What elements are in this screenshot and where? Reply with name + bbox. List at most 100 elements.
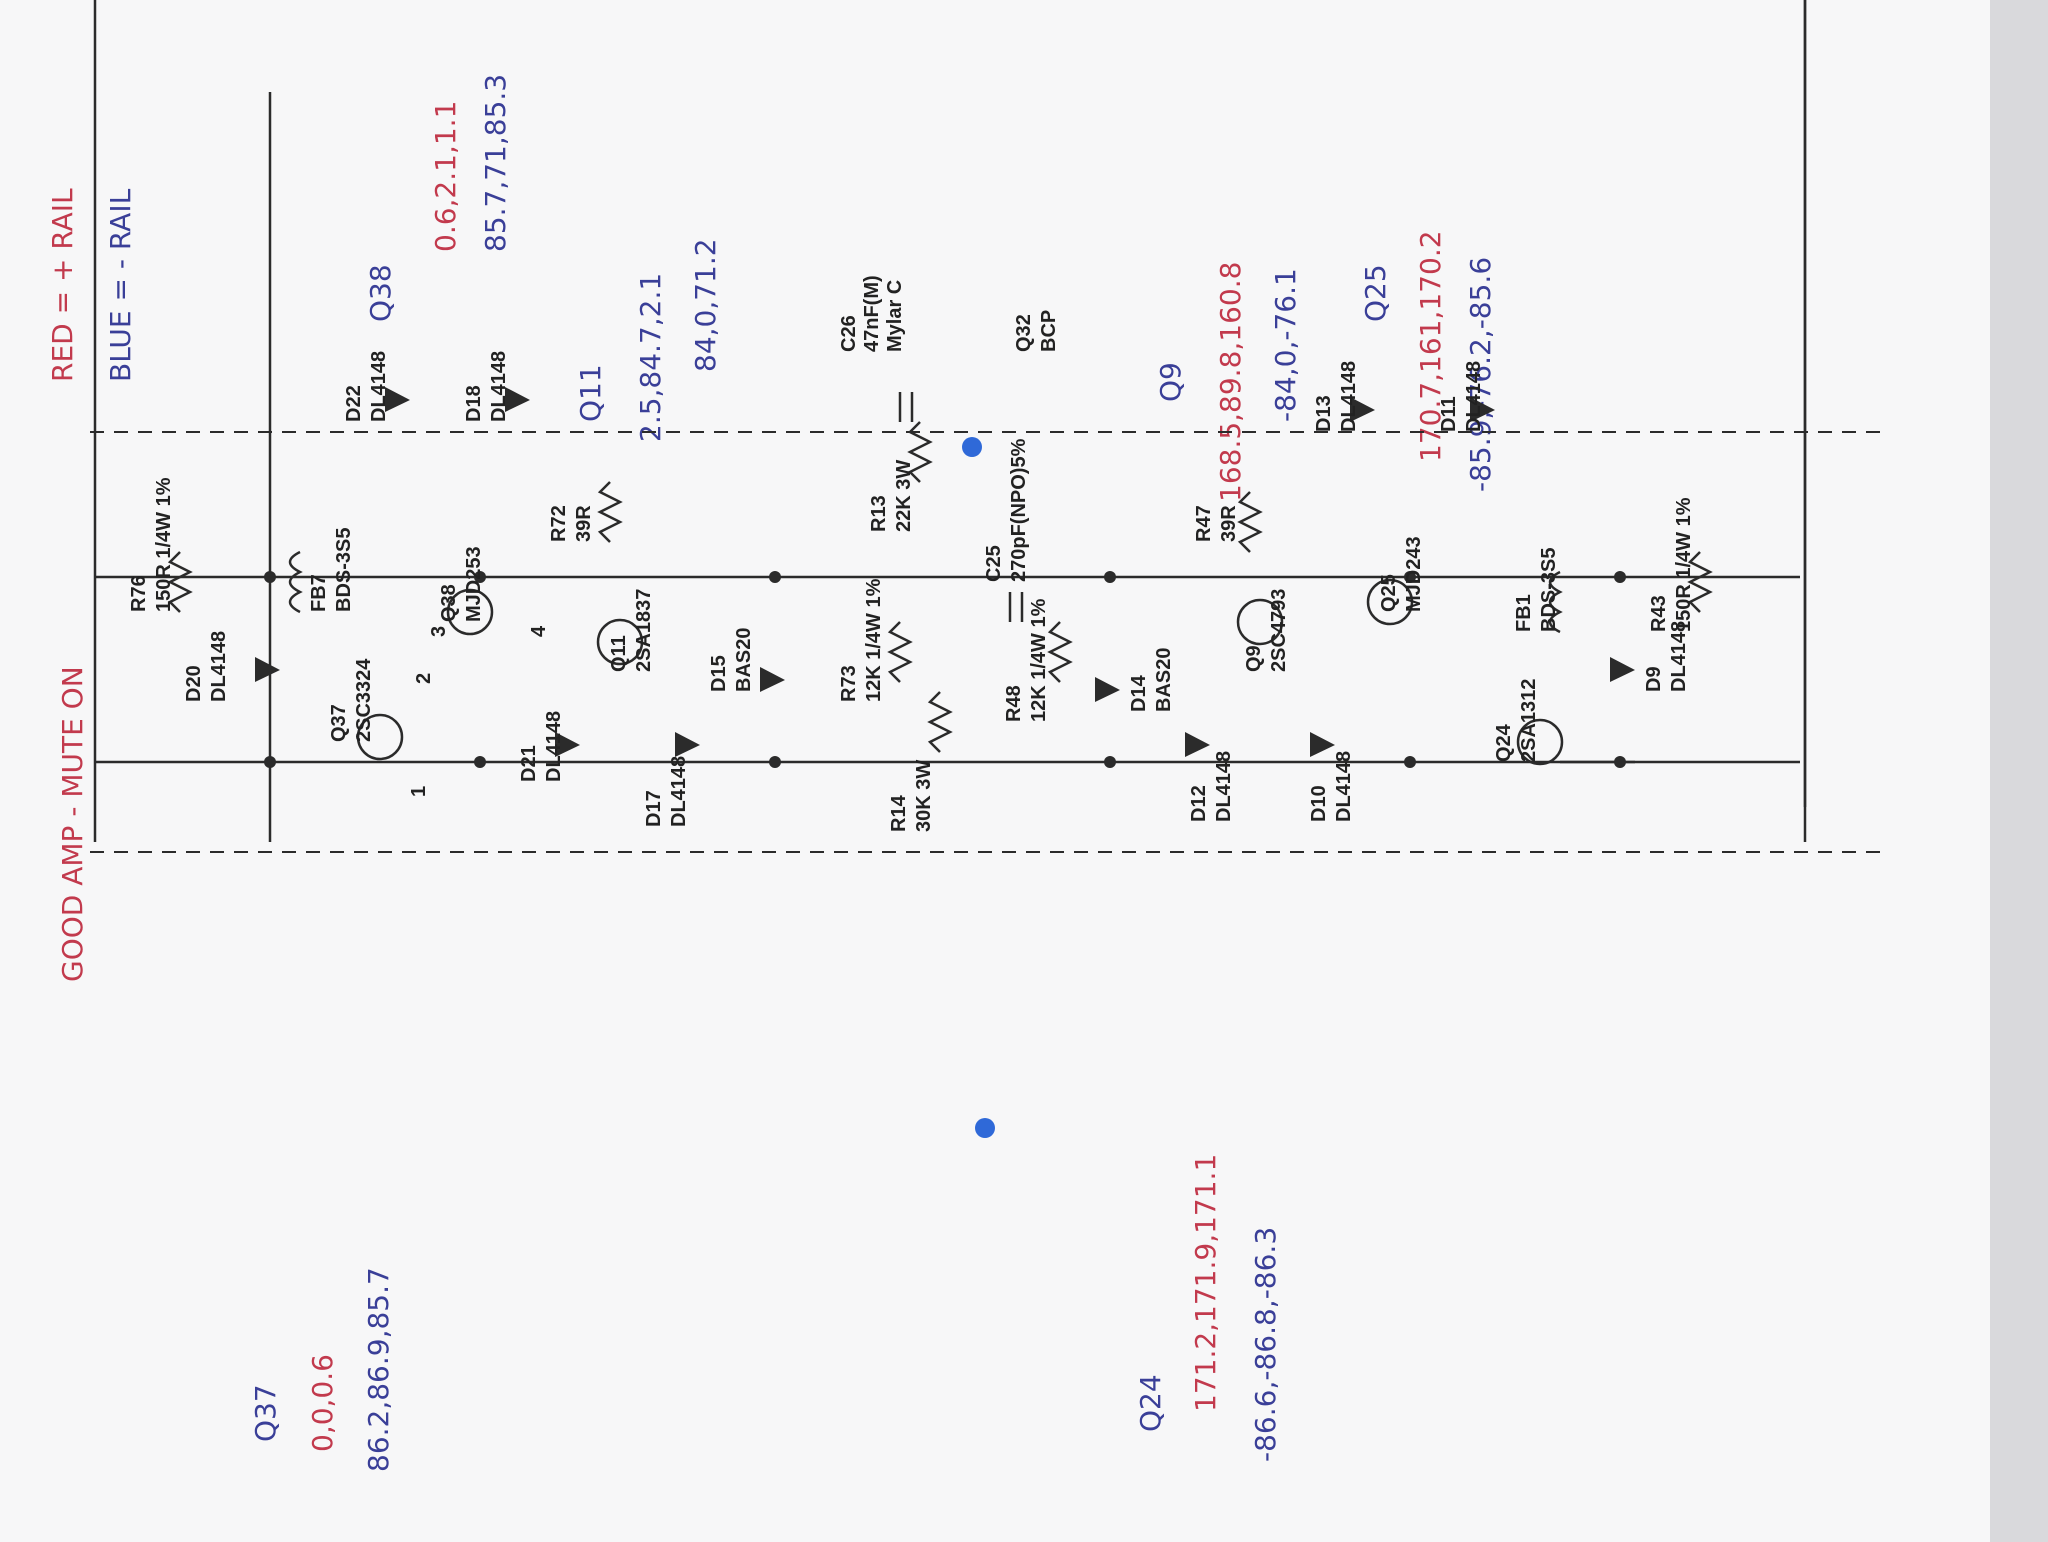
r76-ref: R76 (128, 575, 150, 612)
junction (264, 571, 276, 583)
pin-label: 1 (408, 786, 430, 797)
fb1-ref: FB1 (1513, 594, 1535, 632)
r43-ref: R43 (1648, 595, 1670, 632)
junction (1404, 756, 1416, 768)
junction (1614, 571, 1626, 583)
diode-d14-symbol (1095, 677, 1120, 702)
d11-ref: D11 (1438, 396, 1460, 432)
diode-d12-symbol (1185, 732, 1210, 757)
r72-ref: R72 (548, 505, 570, 542)
resistor-r73-symbol (887, 621, 913, 683)
d14-value: BAS20 (1153, 648, 1175, 712)
transistor-q25-symbol (1366, 578, 1414, 626)
r14-ref: R14 (888, 794, 910, 832)
d21-value: DL4148 (543, 711, 565, 782)
note-title: GOOD AMP - MUTE ON (56, 666, 89, 982)
q32-value: BCP (1038, 310, 1060, 352)
diode-d15-symbol (760, 667, 785, 692)
note-q25-label: Q25 (1359, 264, 1392, 322)
q25-value: MJD243 (1403, 536, 1425, 612)
note-q25-blue: -85.9,-76.2,-85.6 (1464, 257, 1497, 492)
d11-value: DL4148 (1463, 361, 1485, 432)
junction (769, 756, 781, 768)
rotated-content: GOOD AMP - MUTE ON RED = + RAIL BLUE = -… (46, 0, 1890, 1472)
diode-d21-symbol (555, 732, 580, 757)
pin-label: 4 (528, 625, 550, 637)
d12-value: DL4148 (1213, 751, 1235, 822)
marker-dot (962, 437, 982, 457)
d9-ref: D9 (1643, 666, 1665, 692)
transistor-q38-symbol (446, 588, 494, 636)
note-q9-blue: -84,0,-76.1 (1269, 268, 1302, 422)
junction (1104, 756, 1116, 768)
d13-ref: D13 (1313, 395, 1335, 432)
pin-label: 3 (428, 626, 450, 637)
junction (1104, 571, 1116, 583)
r48-value: 12K 1/4W 1% (1028, 598, 1050, 722)
note-q38-red: 0.6,2.1,1.1 (429, 101, 462, 252)
q37-ref: Q37 (328, 704, 350, 742)
d22-ref: D22 (343, 385, 365, 422)
junction (264, 756, 276, 768)
d12-ref: D12 (1188, 785, 1210, 822)
c25-ref: C25 (983, 545, 1005, 582)
d13-value: DL4148 (1338, 361, 1360, 432)
note-q38-label: Q38 (364, 264, 397, 322)
fb1-value: BDS-3S5 (1538, 548, 1560, 632)
junction (769, 571, 781, 583)
junction (474, 756, 486, 768)
d14-ref: D14 (1128, 674, 1150, 712)
d15-ref: D15 (708, 655, 730, 692)
transistor-q24-symbol (1516, 718, 1564, 766)
d17-value: DL4148 (668, 756, 690, 827)
pin-label: 2 (413, 673, 435, 684)
r47-ref: R47 (1193, 505, 1215, 542)
d18-value: DL4148 (488, 351, 510, 422)
note-q37-blue: 86.2,86.9,85.7 (362, 1267, 395, 1472)
junction (1404, 571, 1416, 583)
note-q24-red: 171.2,171.9,171.1 (1189, 1154, 1222, 1412)
diode-d20-symbol (255, 657, 280, 682)
r73-ref: R73 (838, 665, 860, 702)
transistor-q9-symbol (1236, 598, 1284, 646)
note-q9-label: Q9 (1154, 362, 1187, 402)
note-q37-label: Q37 (249, 1384, 282, 1442)
d9-value: DL4148 (1668, 621, 1690, 692)
diode-d13-symbol (1350, 397, 1375, 422)
q9-value: 2SC4793 (1268, 589, 1290, 672)
r73-value: 12K 1/4W 1% (863, 578, 885, 702)
c26-ref: C26 (838, 315, 860, 352)
r47-value: 39R (1218, 505, 1240, 542)
q11-value: 2SA1837 (633, 589, 655, 672)
c26-value: 47nF(M) (861, 275, 883, 352)
marker-dot (975, 1118, 995, 1138)
d15-value: BAS20 (733, 628, 755, 692)
note-q38-blue: 85.7,71,85.3 (479, 74, 512, 252)
note-q11-red: 2.5,84.7,2.1 (634, 273, 667, 442)
note-legend-blue: BLUE = - RAIL (104, 188, 137, 382)
r76-value: 150R 1/4W 1% (153, 477, 175, 612)
table-surface (1990, 0, 2048, 1542)
r13-ref: R13 (868, 495, 890, 532)
resistor-r72-symbol (597, 481, 623, 543)
resistor-r14-symbol (927, 691, 953, 753)
ferrite-fb1-symbol (1548, 570, 1563, 634)
note-q25-red: 170.7,161,170.2 (1414, 230, 1447, 462)
transistor-q11-symbol (596, 618, 644, 666)
note-q11-label: Q11 (574, 364, 607, 422)
d10-value: DL4148 (1333, 751, 1355, 822)
note-q24-blue: -86.6,-86.8,-86.3 (1249, 1227, 1282, 1462)
r14-value: 30K 3W (913, 760, 935, 832)
q32-ref: Q32 (1013, 314, 1035, 352)
note-q37-red: 0,0,0.6 (306, 1354, 339, 1452)
q38-ref: Q38 (438, 584, 460, 622)
note-q11-blue: 84,0,71.2 (689, 238, 722, 372)
fb7-ref: FB7 (308, 574, 330, 612)
q9-ref: Q9 (1243, 645, 1265, 672)
resistor-r43-symbol (1687, 551, 1713, 613)
resistor-r13-symbol (907, 421, 933, 483)
d20-ref: D20 (183, 665, 205, 702)
q37-value: 2SC3324 (353, 658, 375, 742)
c26-extra: Mylar C (884, 280, 906, 352)
